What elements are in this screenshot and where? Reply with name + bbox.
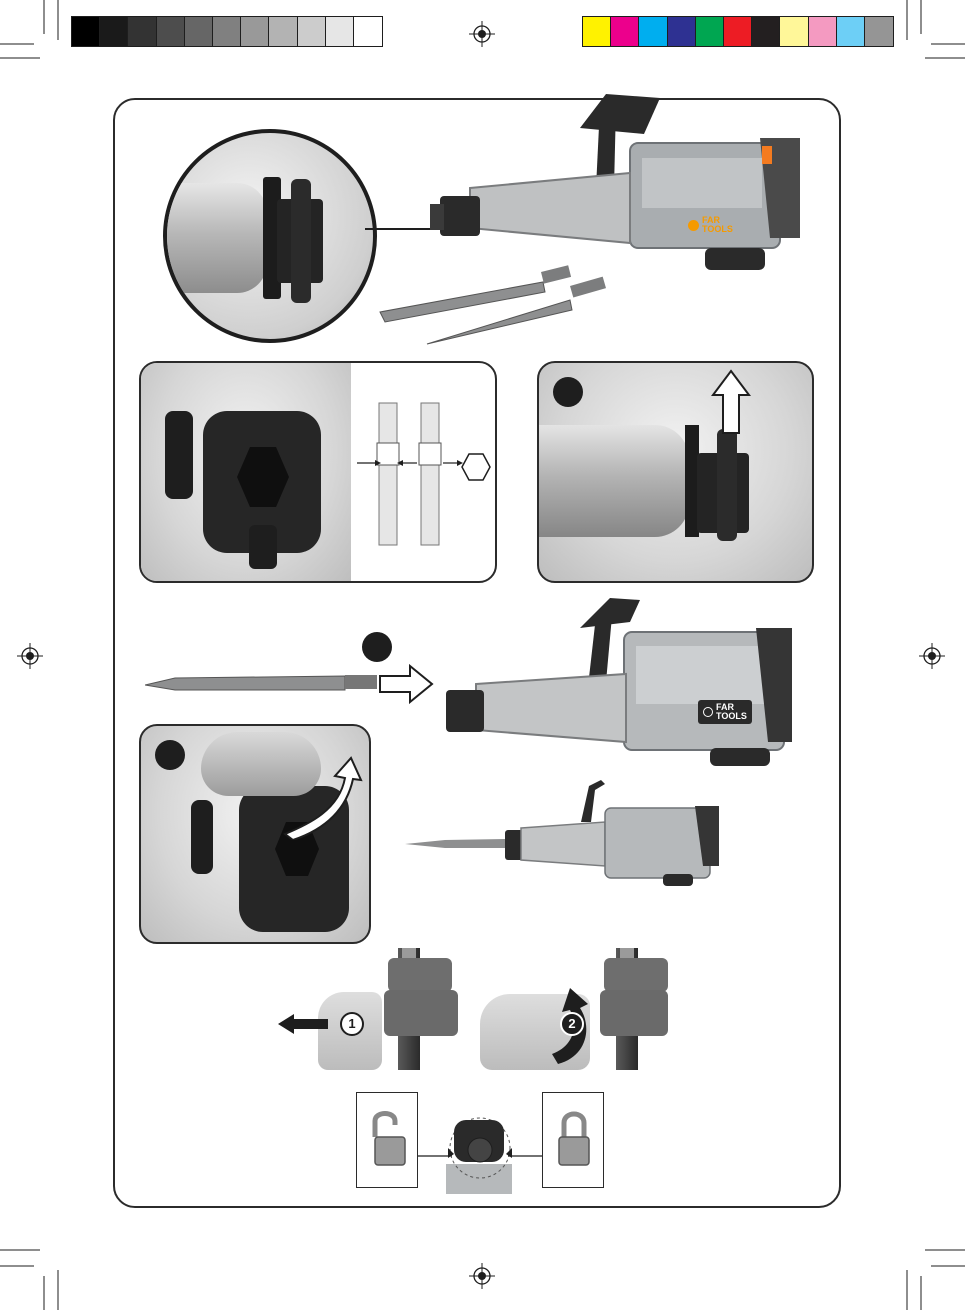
chuck-top-view	[418, 1108, 542, 1194]
color-swatch	[865, 17, 893, 46]
step-number-2: 2	[560, 1012, 584, 1036]
jackhammer-illustration-2	[440, 592, 810, 770]
chisel-bits	[375, 260, 625, 350]
locked-box	[542, 1092, 604, 1188]
grey-swatch	[128, 17, 156, 46]
step-number-1: 1	[340, 1012, 364, 1036]
hexagon-icon	[461, 453, 491, 481]
brand-logo-dark: FAR TOOLS	[698, 700, 752, 724]
brand-logo: FAR TOOLS	[688, 216, 733, 234]
grey-swatch	[269, 17, 297, 46]
color-swatch	[837, 17, 865, 46]
registration-target-icon	[919, 643, 945, 669]
color-swatch	[752, 17, 780, 46]
padlock-closed-icon	[553, 1107, 595, 1171]
jackhammer-illustration	[430, 88, 810, 278]
grey-swatch	[241, 17, 269, 46]
rotate-arrow-icon	[279, 754, 365, 840]
pointed-chisel-bit	[145, 668, 380, 698]
lever-rotate-panel	[139, 724, 371, 944]
step-badge	[553, 377, 583, 407]
color-swatch	[724, 17, 752, 46]
registration-target-icon	[469, 21, 495, 47]
grey-swatch	[298, 17, 326, 46]
color-swatch	[809, 17, 837, 46]
grey-swatch	[157, 17, 185, 46]
step1-photo	[318, 948, 466, 1070]
grey-swatch	[185, 17, 213, 46]
color-swatch	[611, 17, 639, 46]
grey-swatch	[354, 17, 382, 46]
brand-logo-line2: TOOLS	[716, 712, 747, 721]
color-swatch	[583, 17, 611, 46]
sun-logo-icon	[703, 707, 713, 717]
step-badge	[155, 740, 185, 770]
color-swatch	[639, 17, 667, 46]
color-swatch	[696, 17, 724, 46]
sun-logo-icon	[688, 220, 699, 231]
arrow-right-icon	[378, 664, 434, 704]
arrow-up-icon	[711, 369, 751, 435]
grey-swatch	[100, 17, 128, 46]
chuck-magnifier-circle	[163, 129, 377, 343]
step-badge	[362, 632, 392, 662]
grey-swatch	[213, 17, 241, 46]
jackhammer-with-bit	[405, 776, 725, 888]
arrow-left-icon	[278, 1014, 328, 1034]
padlock-open-icon	[367, 1107, 409, 1171]
grey-swatch	[326, 17, 354, 46]
brand-logo-line2: TOOLS	[702, 225, 733, 234]
unlocked-box	[356, 1092, 418, 1188]
hex-chuck-panel	[139, 361, 497, 583]
grey-swatch	[72, 17, 100, 46]
color-swatch	[668, 17, 696, 46]
color-swatch	[780, 17, 808, 46]
registration-target-icon	[17, 643, 43, 669]
registration-target-icon	[469, 1263, 495, 1289]
lever-up-panel	[537, 361, 814, 583]
